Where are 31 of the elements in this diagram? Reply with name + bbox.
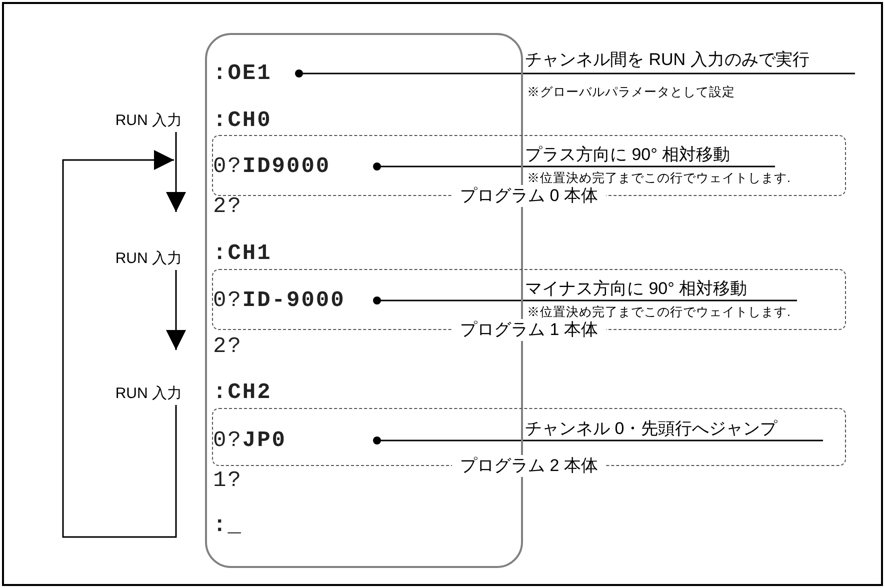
arrow <box>166 132 186 212</box>
annotation-text: チャンネル 0・先頭行へジャンプ <box>525 418 823 440</box>
input-label: RUN 入力 <box>78 383 182 405</box>
leader-line <box>373 436 823 444</box>
code-line: 0?ID-9000 <box>213 285 377 315</box>
code-line: :CH2 <box>213 377 293 407</box>
code-line: :CH1 <box>213 238 293 268</box>
code-line: :_ <box>213 510 273 540</box>
annotation-text: マイナス方向に 90° 相対移動 <box>525 278 797 300</box>
code-line: 1? <box>213 466 273 494</box>
code-line: 0?JP0 <box>213 425 377 455</box>
program-label: プログラム 0 本体 <box>452 185 606 207</box>
annotation-text: チャンネル間を RUN 入力のみで実行 <box>525 49 855 73</box>
leader-line <box>373 162 775 170</box>
leader-line <box>295 70 855 78</box>
code-line: :OE1 <box>213 58 299 88</box>
arrow <box>62 150 177 538</box>
leader-line <box>373 296 797 304</box>
program-label: プログラム 2 本体 <box>452 455 606 477</box>
code-line: 2? <box>213 192 273 220</box>
arrow <box>166 270 186 350</box>
code-line: :CH0 <box>213 105 293 135</box>
code-line: 2? <box>213 332 273 360</box>
note-text: ※グローバルパラメータとして設定 <box>527 84 735 100</box>
note-text: ※位置決め完了までこの行でウェイトします. <box>527 170 790 186</box>
program-label: プログラム 1 本体 <box>452 319 606 341</box>
code-line: 0?ID9000 <box>213 151 377 181</box>
annotation-text: プラス方向に 90° 相対移動 <box>525 144 775 166</box>
input-label: RUN 入力 <box>78 248 182 270</box>
note-text: ※位置決め完了までこの行でウェイトします. <box>527 304 790 320</box>
input-label: RUN 入力 <box>78 110 182 132</box>
